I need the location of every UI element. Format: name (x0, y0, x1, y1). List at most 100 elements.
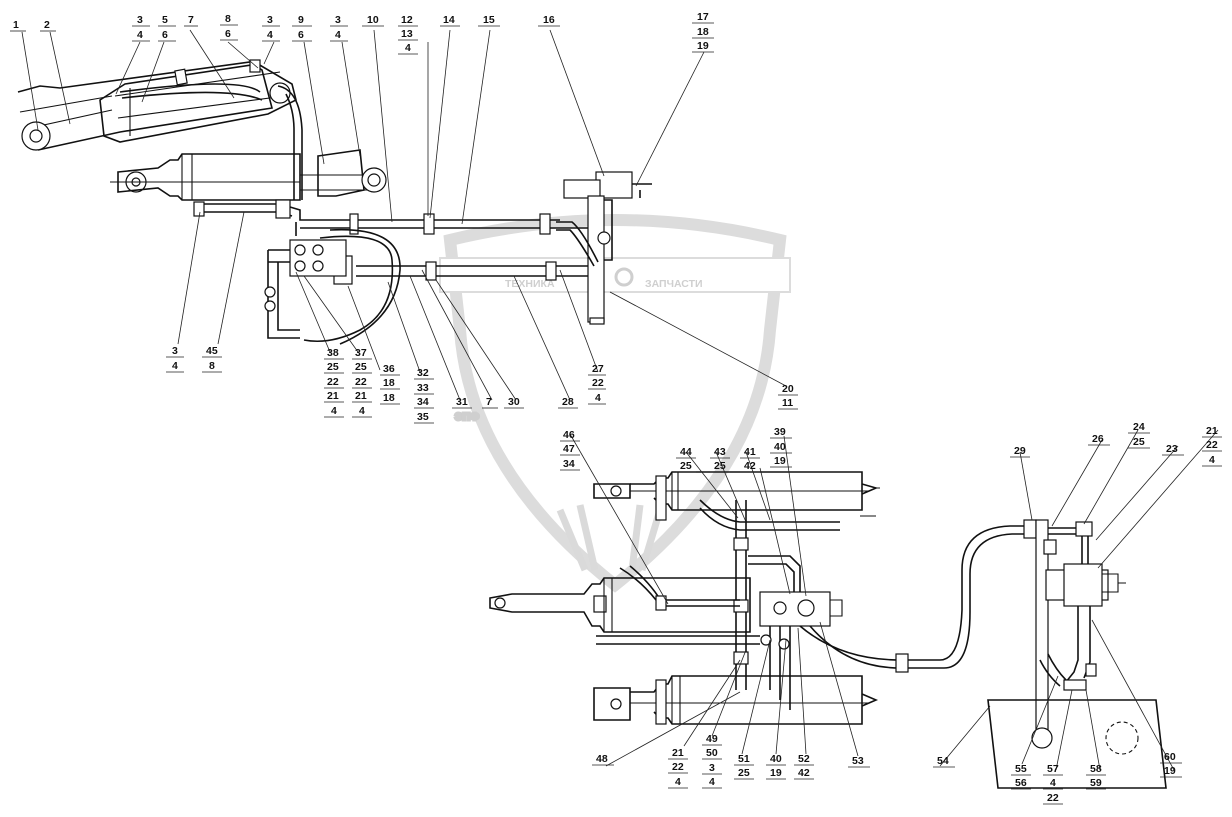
callout-32: 32 (417, 367, 429, 379)
callout-46: 46 (563, 429, 575, 441)
callout-52-sub: 42 (798, 767, 810, 779)
callout-21r: 21 (1206, 425, 1218, 437)
callout-21r-sub-4: 4 (1209, 454, 1215, 466)
callout-57-sub-22: 22 (1047, 792, 1059, 804)
callout-12-sub-13: 13 (401, 28, 413, 40)
callout-38-sub-4: 4 (331, 405, 337, 417)
callout-28: 28 (562, 396, 574, 408)
callout-17: 17 (697, 11, 709, 23)
callout-23: 23 (1166, 443, 1178, 455)
callout-1: 1 (13, 19, 19, 31)
callout-52: 52 (798, 753, 810, 765)
callout-labels: 1 2 3 4 5 6 7 8 6 3 4 9 6 3 4 10 12 13 (10, 11, 1222, 805)
callout-7b: 7 (486, 396, 492, 408)
callout-38: 38 (327, 347, 339, 359)
callout-3d-sub: 4 (172, 360, 178, 372)
callout-46-sub-34: 34 (563, 458, 575, 470)
callout-21b-sub-22: 22 (672, 761, 684, 773)
callout-9: 9 (298, 14, 304, 26)
callout-57: 57 (1047, 763, 1059, 775)
leader-lines (21, 29, 1219, 771)
callout-38-sub-21: 21 (327, 390, 339, 402)
callout-38-sub-25: 25 (327, 361, 339, 373)
callout-44-sub: 25 (680, 460, 692, 472)
callout-20-sub: 11 (782, 397, 793, 409)
callout-51-sub: 25 (738, 767, 750, 779)
callout-41: 41 (744, 446, 756, 458)
callout-9-sub: 6 (298, 29, 304, 41)
callout-37: 37 (355, 347, 367, 359)
callout-37-sub-21: 21 (355, 390, 367, 402)
callout-12: 12 (401, 14, 413, 26)
callout-3-sub: 4 (137, 29, 143, 41)
wheat-emblem-icon (556, 504, 664, 572)
callout-7: 7 (188, 14, 194, 26)
callout-32-sub-34: 34 (417, 396, 429, 408)
callout-36-sub-18b: 18 (383, 392, 395, 404)
watermark-logo-text: ЭПФ (455, 411, 479, 423)
right-hydraulic-assembly (987, 519, 1167, 789)
callout-3c-sub: 4 (335, 29, 341, 41)
callout-27-sub-22: 22 (592, 377, 604, 389)
callout-16: 16 (543, 14, 555, 26)
callout-3b-sub: 4 (267, 29, 273, 41)
callout-32-sub-35: 35 (417, 411, 429, 423)
callout-39: 39 (774, 426, 786, 438)
callout-27-sub-4: 4 (595, 392, 601, 404)
callout-15: 15 (483, 14, 495, 26)
callout-54: 54 (937, 755, 949, 767)
callout-26: 26 (1092, 433, 1104, 445)
callout-17-sub-18: 18 (697, 26, 709, 38)
callout-37-sub-22: 22 (355, 376, 367, 388)
callout-43-sub: 25 (714, 460, 726, 472)
callout-58: 58 (1090, 763, 1102, 775)
callout-17-sub-19: 19 (697, 40, 709, 52)
callout-41-sub: 42 (744, 460, 756, 472)
callout-48: 48 (596, 753, 608, 765)
callout-55: 55 (1015, 763, 1027, 775)
callout-36-sub-18: 18 (383, 377, 395, 389)
callout-45: 45 (206, 345, 218, 357)
callout-24-sub: 25 (1133, 436, 1145, 448)
callout-43: 43 (714, 446, 726, 458)
callout-5-sub: 6 (162, 29, 168, 41)
callout-12-sub-4: 4 (405, 42, 411, 54)
watermark-brand-text-2: ЗАПЧАСТИ (645, 278, 703, 290)
callout-40: 40 (770, 753, 782, 765)
callout-49-sub-50: 50 (706, 747, 718, 759)
callout-38-sub-22: 22 (327, 376, 339, 388)
callout-44: 44 (680, 446, 692, 458)
callout-37-sub-4: 4 (359, 405, 365, 417)
callout-39-sub-19: 19 (774, 455, 786, 467)
callout-46-sub-47: 47 (563, 443, 575, 455)
callout-24: 24 (1133, 421, 1145, 433)
lower-hydraulic-assembly (489, 471, 1040, 725)
callout-8: 8 (225, 13, 231, 25)
callout-30: 30 (508, 396, 520, 408)
callout-3c: 3 (335, 14, 341, 26)
callout-2: 2 (44, 19, 50, 31)
callout-10: 10 (367, 14, 379, 26)
callout-49-sub-3: 3 (709, 762, 715, 774)
callout-36: 36 (383, 363, 395, 375)
callout-5: 5 (162, 14, 168, 26)
callout-40-sub: 19 (770, 767, 782, 779)
callout-32-sub-33: 33 (417, 382, 429, 394)
callout-37-sub-25: 25 (355, 361, 367, 373)
callout-3d: 3 (172, 345, 178, 357)
watermark: ТЕХНИКА ЗАПЧАСТИ ЭПФ (439, 214, 791, 593)
callout-55-sub: 56 (1015, 777, 1027, 789)
callout-58-sub: 59 (1090, 777, 1102, 789)
callout-53: 53 (852, 755, 864, 767)
gear-icon (614, 267, 634, 287)
callout-21b: 21 (672, 747, 684, 759)
callout-49-sub-4: 4 (709, 776, 715, 788)
callout-21r-sub-22: 22 (1206, 439, 1218, 451)
callout-27: 27 (592, 363, 604, 375)
callout-21b-sub-4: 4 (675, 776, 681, 788)
callout-60-sub: 19 (1164, 765, 1176, 777)
callout-45-sub: 8 (209, 360, 215, 372)
callout-31: 31 (456, 396, 468, 408)
callout-51: 51 (738, 753, 750, 765)
